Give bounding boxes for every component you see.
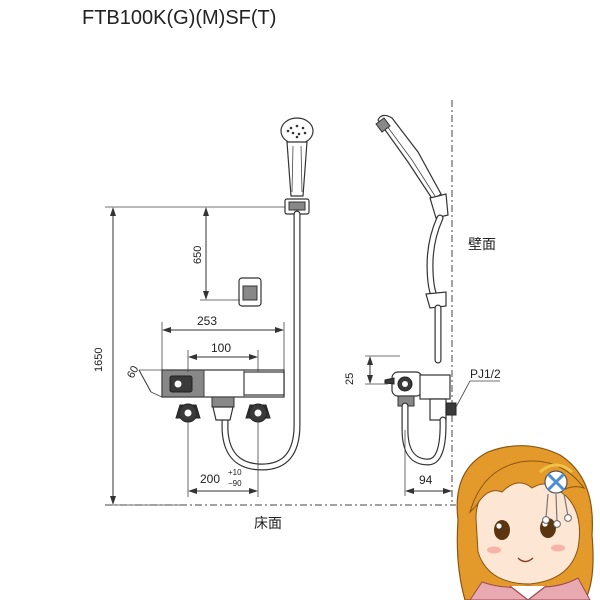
model-title: FTB100K(G)(M)SF(T) <box>82 7 276 29</box>
front-view: 1650 650 253 100 60 200 +10 −90 <box>93 117 314 531</box>
dim-tol-minus: −90 <box>228 479 242 488</box>
dim-253: 253 <box>197 314 217 328</box>
dim-60: 60 <box>125 364 141 380</box>
mascot-girl-icon <box>456 445 594 600</box>
mixer-body <box>161 369 285 423</box>
shower-head <box>280 117 314 197</box>
dim-200: 200 <box>200 472 220 486</box>
hook <box>238 277 262 307</box>
dim-1650: 1650 <box>93 348 105 372</box>
side-view: 壁面 <box>344 100 501 505</box>
mixer-side <box>384 371 457 421</box>
wall-label: 壁面 <box>468 236 496 252</box>
dim-94: 94 <box>419 473 433 487</box>
shower-hose <box>221 210 301 471</box>
shower-head-side <box>375 114 442 201</box>
dim-25: 25 <box>344 373 356 385</box>
thread-label: PJ1/2 <box>470 367 501 381</box>
dim-650: 650 <box>192 246 204 264</box>
dim-tol-plus: +10 <box>228 468 242 477</box>
dim-100: 100 <box>211 341 231 355</box>
floor-label: 床面 <box>254 515 282 531</box>
